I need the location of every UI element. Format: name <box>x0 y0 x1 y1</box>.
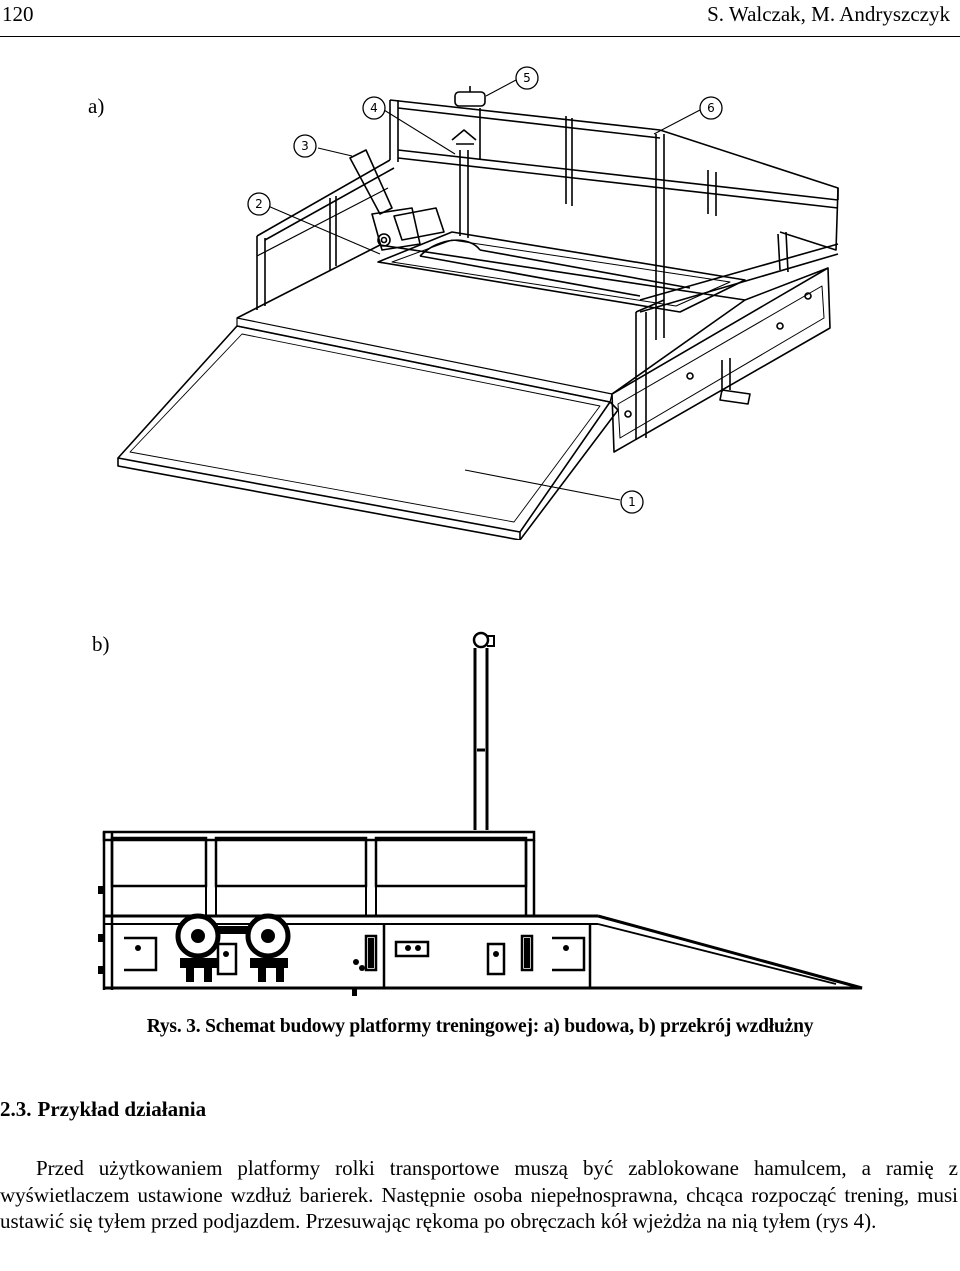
section-heading: 2.3.Przykład działania <box>0 1097 206 1122</box>
section-number: 2.3. <box>0 1097 32 1121</box>
figure-caption: Rys. 3. Schemat budowy platformy trening… <box>146 1016 814 1037</box>
callout-2: 2 <box>255 197 263 211</box>
page-number: 120 <box>2 2 34 26</box>
callout-5: 5 <box>523 71 531 85</box>
longitudinal-section-drawing <box>98 631 863 996</box>
callout-6: 6 <box>707 101 715 115</box>
section-title: Przykład działania <box>37 1097 207 1121</box>
platform-isometric-drawing: 1 2 3 4 5 6 <box>117 66 839 540</box>
callout-1: 1 <box>628 495 636 509</box>
body-text: Przed użytkowaniem platformy rolki trans… <box>0 1155 958 1235</box>
paragraph: Przed użytkowaniem platformy rolki trans… <box>0 1156 958 1233</box>
header-rule <box>0 36 960 37</box>
running-head-authors: S. Walczak, M. Andryszczyk <box>707 2 950 26</box>
panel-a-label: a) <box>88 94 105 118</box>
callout-4: 4 <box>370 101 378 115</box>
callout-3: 3 <box>301 139 309 153</box>
page-header: 120 S. Walczak, M. Andryszczyk <box>0 0 960 36</box>
panel-b-label: b) <box>92 632 110 656</box>
